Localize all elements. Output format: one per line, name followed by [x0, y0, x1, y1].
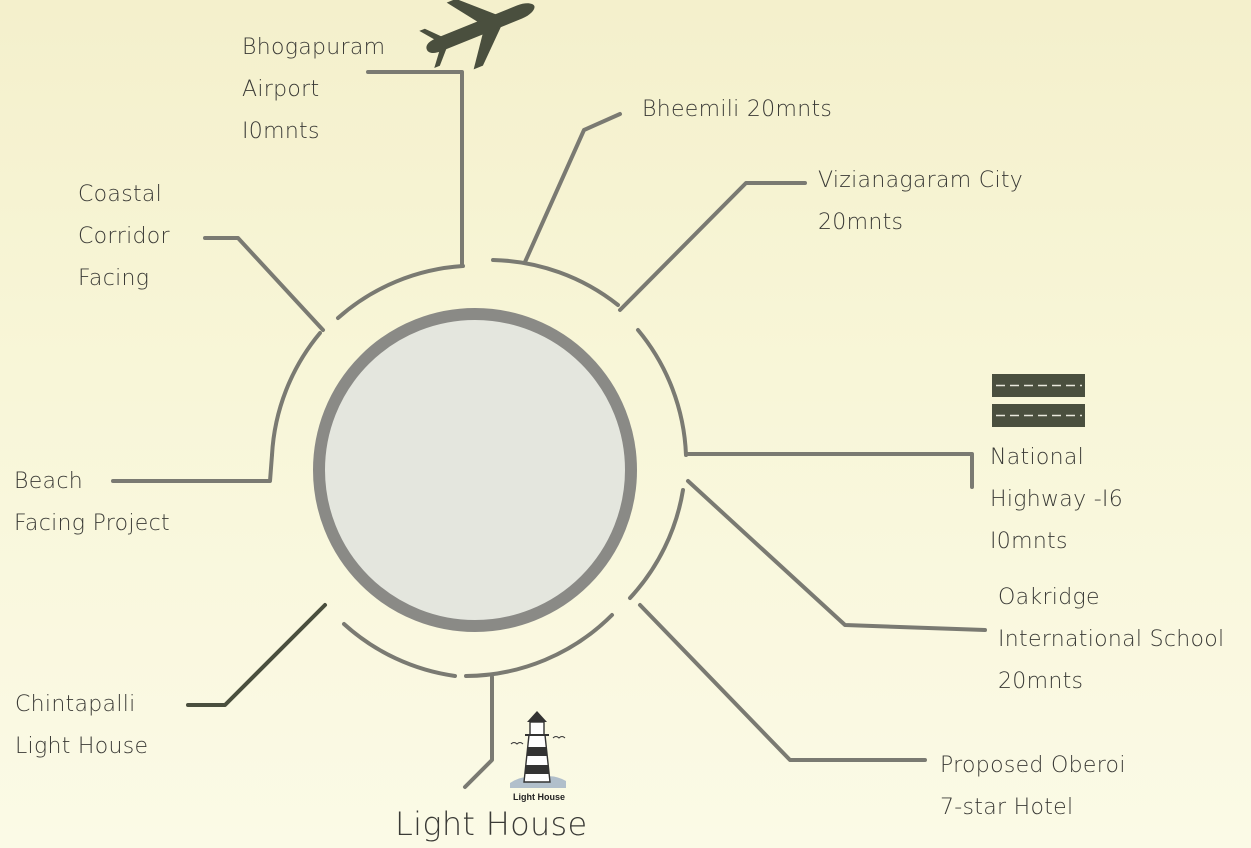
ring-segment-right: [638, 330, 686, 455]
oberoi-line-1: Proposed Oberoi: [940, 745, 1126, 787]
highway-line-1: National: [990, 437, 1123, 479]
coastal-line-3: Facing: [78, 258, 170, 300]
highway-line-3: I0mnts: [990, 521, 1123, 563]
airport-line-3: I0mnts: [242, 111, 385, 153]
ring-segment-left: [272, 333, 320, 455]
oberoi-line-2: 7-star Hotel: [940, 787, 1126, 829]
vizianagaram-line-1: Vizianagaram City: [818, 160, 1023, 202]
leader-line-vizianagaram: [620, 183, 805, 310]
oakridge-line-2: International School: [998, 619, 1224, 661]
leader-line-highway: [688, 454, 972, 487]
leader-line-chintapalli: [188, 605, 325, 705]
coastal-line-1: Coastal: [78, 174, 170, 216]
leader-line-bheemili: [525, 114, 620, 262]
oakridge-line-1: Oakridge: [998, 577, 1224, 619]
chintapalli-line-2: Light House: [15, 726, 148, 768]
highway-road-icon: [992, 374, 1085, 427]
ring-segment-bottom-left: [344, 624, 455, 676]
leader-line-lighthouse: [465, 677, 492, 787]
oakridge-line-3: 20mnts: [998, 661, 1224, 703]
label-bheemili: Bheemili 20mnts: [642, 89, 832, 131]
label-oberoi: Proposed Oberoi 7-star Hotel: [940, 745, 1126, 829]
leader-line-oakridge: [688, 481, 985, 630]
beach-line-2: Facing Project: [14, 503, 170, 545]
label-chintapalli: Chintapalli Light House: [15, 684, 148, 768]
label-vizianagaram: Vizianagaram City 20mnts: [818, 160, 1023, 244]
chintapalli-line-1: Chintapalli: [15, 684, 148, 726]
label-highway: National Highway -I6 I0mnts: [990, 437, 1123, 563]
lighthouse-icon: Light House: [510, 711, 566, 802]
highway-line-2: Highway -I6: [990, 479, 1123, 521]
label-coastal: Coastal Corridor Facing: [78, 174, 170, 300]
coastal-line-2: Corridor: [78, 216, 170, 258]
airport-line-1: Bhogapuram: [242, 27, 385, 69]
leader-line-coastal: [205, 238, 323, 330]
center-title: Light House: [395, 804, 588, 844]
airport-line-2: Airport: [242, 69, 385, 111]
bheemili-line-1: Bheemili 20mnts: [642, 89, 832, 131]
center-circle: [319, 314, 631, 626]
beach-line-1: Beach: [14, 461, 170, 503]
ring-segment-top: [338, 266, 463, 318]
lighthouse-logo-caption: Light House: [513, 792, 565, 802]
label-oakridge: Oakridge International School 20mnts: [998, 577, 1224, 703]
ring-segment-bottom-right: [630, 490, 683, 598]
ring-segment-top-right: [493, 260, 618, 305]
vizianagaram-line-2: 20mnts: [818, 202, 1023, 244]
label-beach: Beach Facing Project: [14, 461, 170, 545]
label-airport: Bhogapuram Airport I0mnts: [242, 27, 385, 153]
